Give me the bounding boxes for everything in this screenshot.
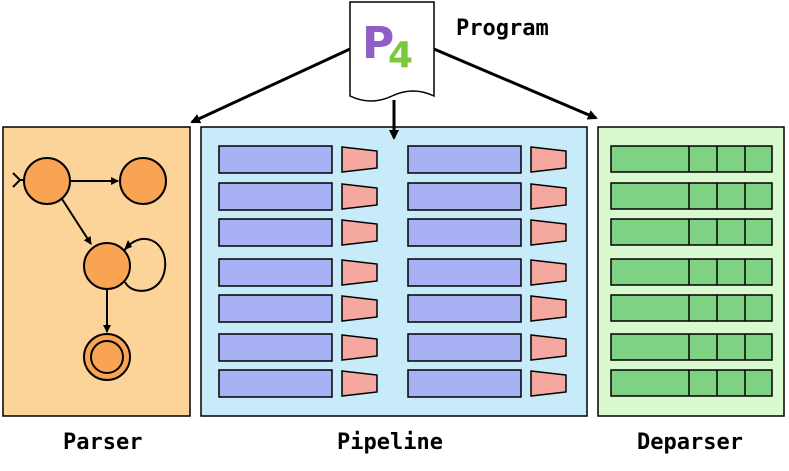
parser-state-2 — [119, 157, 167, 205]
match-table — [407, 258, 522, 287]
action-unit — [341, 370, 378, 397]
match-table — [407, 145, 522, 174]
parser-label: Parser — [63, 430, 143, 455]
match-table — [218, 333, 333, 362]
arrow-to-deparser — [433, 47, 598, 120]
parser-state-machine — [12, 157, 167, 381]
match-table — [407, 294, 522, 323]
match-table — [407, 333, 522, 362]
match-table — [407, 369, 522, 398]
deparser-row — [610, 145, 773, 173]
match-table — [218, 369, 333, 398]
deparser-row — [610, 369, 773, 397]
program-document: P 4 — [349, 1, 435, 102]
deparser-row — [610, 258, 773, 286]
action-unit — [341, 259, 378, 286]
match-table — [218, 294, 333, 323]
deparser-row — [610, 294, 773, 322]
match-table — [218, 258, 333, 287]
program-label: Program — [456, 16, 549, 41]
action-unit — [530, 183, 567, 210]
action-unit — [341, 219, 378, 246]
deparser-row — [610, 182, 773, 210]
match-table — [407, 182, 522, 211]
svg-text:4: 4 — [388, 35, 413, 76]
deparser-row — [610, 218, 773, 246]
arrow-to-parser — [190, 47, 351, 124]
pipeline-label: Pipeline — [337, 430, 443, 455]
deparser-rows — [610, 145, 773, 397]
action-unit — [530, 259, 567, 286]
action-unit — [341, 334, 378, 361]
action-unit — [341, 295, 378, 322]
action-unit — [341, 146, 378, 173]
match-table — [407, 218, 522, 247]
match-table — [218, 182, 333, 211]
svg-text:P: P — [362, 18, 394, 69]
parser-state-3 — [83, 242, 131, 290]
action-unit — [530, 334, 567, 361]
deparser-label: Deparser — [637, 430, 743, 455]
action-unit — [530, 295, 567, 322]
p4-logo-icon: P 4 — [362, 18, 413, 76]
action-unit — [341, 183, 378, 210]
deparser-row — [610, 333, 773, 361]
match-table — [218, 218, 333, 247]
parser-state-start — [23, 157, 71, 205]
match-table — [218, 145, 333, 174]
action-unit — [530, 370, 567, 397]
action-unit — [530, 146, 567, 173]
pipeline-stages — [218, 145, 567, 398]
action-unit — [530, 219, 567, 246]
